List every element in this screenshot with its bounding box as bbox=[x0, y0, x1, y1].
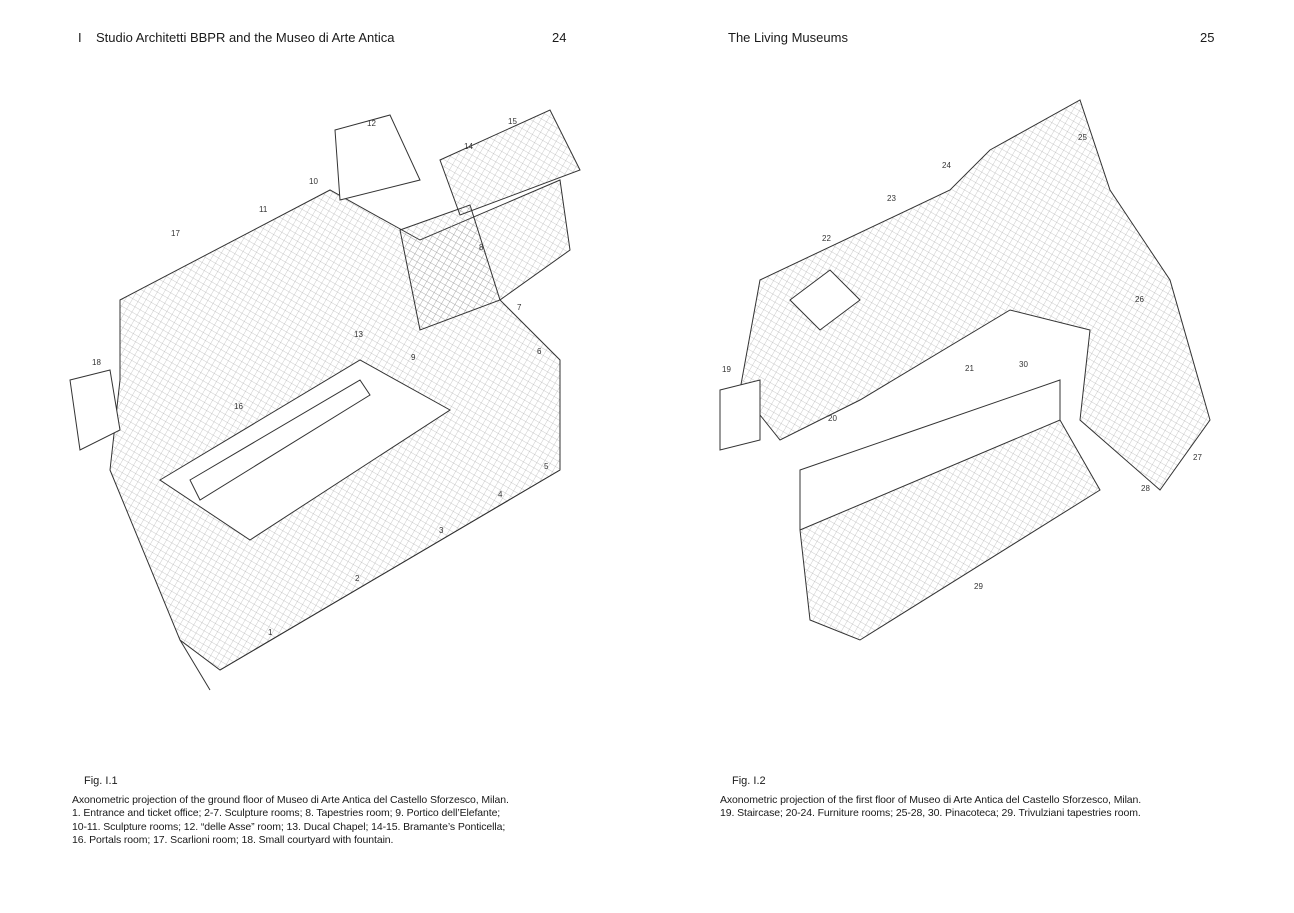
room-label: 18 bbox=[92, 358, 101, 367]
room-label: 26 bbox=[1135, 295, 1144, 304]
room-label: 12 bbox=[367, 119, 376, 128]
ground-floor-drawing bbox=[69, 109, 581, 691]
running-head-right: The Living Museums bbox=[728, 30, 848, 45]
room-label: 23 bbox=[887, 194, 896, 203]
room-label: 13 bbox=[354, 330, 363, 339]
page-number-left: 24 bbox=[552, 30, 567, 45]
page-number-right: 25 bbox=[1200, 30, 1215, 45]
room-label: 10 bbox=[309, 177, 318, 186]
caption-line: 19. Staircase; 20-24. Furniture rooms; 2… bbox=[720, 807, 1141, 820]
room-label: 17 bbox=[171, 229, 180, 238]
room-label: 29 bbox=[974, 582, 983, 591]
caption-line: 1. Entrance and ticket office; 2-7. Scul… bbox=[72, 807, 501, 820]
caption-title: Axonometric projection of the ground flo… bbox=[72, 794, 509, 806]
room-label: 28 bbox=[1141, 484, 1150, 493]
room-label: 30 bbox=[1019, 360, 1028, 369]
room-label: 19 bbox=[722, 365, 731, 374]
room-label: 16 bbox=[234, 402, 243, 411]
room-label: 6 bbox=[537, 347, 542, 356]
room-label: 11 bbox=[259, 205, 268, 214]
first-floor-drawing bbox=[719, 99, 1211, 641]
room-label: 22 bbox=[822, 234, 831, 243]
room-label: 4 bbox=[498, 490, 503, 499]
room-label: 7 bbox=[517, 303, 522, 312]
caption-line: 16. Portals room; 17. Scarlioni room; 18… bbox=[72, 833, 394, 846]
figure-label-right: Fig. I.2 bbox=[732, 775, 766, 787]
room-label: 8 bbox=[479, 243, 484, 252]
room-label: 9 bbox=[411, 353, 416, 362]
room-label: 2 bbox=[355, 574, 360, 583]
room-label: 15 bbox=[508, 117, 517, 126]
room-label: 1 bbox=[268, 628, 273, 637]
room-label: 3 bbox=[439, 526, 444, 535]
running-head-left: Studio Architetti BBPR and the Museo di … bbox=[96, 30, 395, 45]
room-label: 5 bbox=[544, 462, 549, 471]
room-label: 25 bbox=[1078, 133, 1087, 142]
room-label: 24 bbox=[942, 161, 951, 170]
room-label: 21 bbox=[965, 364, 974, 373]
caption-line: 10-11. Sculpture rooms; 12. “delle Asse”… bbox=[72, 820, 506, 833]
caption-title: Axonometric projection of the first floo… bbox=[720, 794, 1142, 806]
room-label: 20 bbox=[828, 414, 837, 423]
room-label: 27 bbox=[1193, 453, 1202, 462]
section-marker: I bbox=[78, 30, 82, 45]
room-label: 14 bbox=[464, 142, 473, 151]
caption-right: Axonometric projection of the first floo… bbox=[720, 794, 1240, 821]
caption-left: Axonometric projection of the ground flo… bbox=[72, 794, 592, 847]
figure-label-left: Fig. I.1 bbox=[84, 775, 118, 787]
